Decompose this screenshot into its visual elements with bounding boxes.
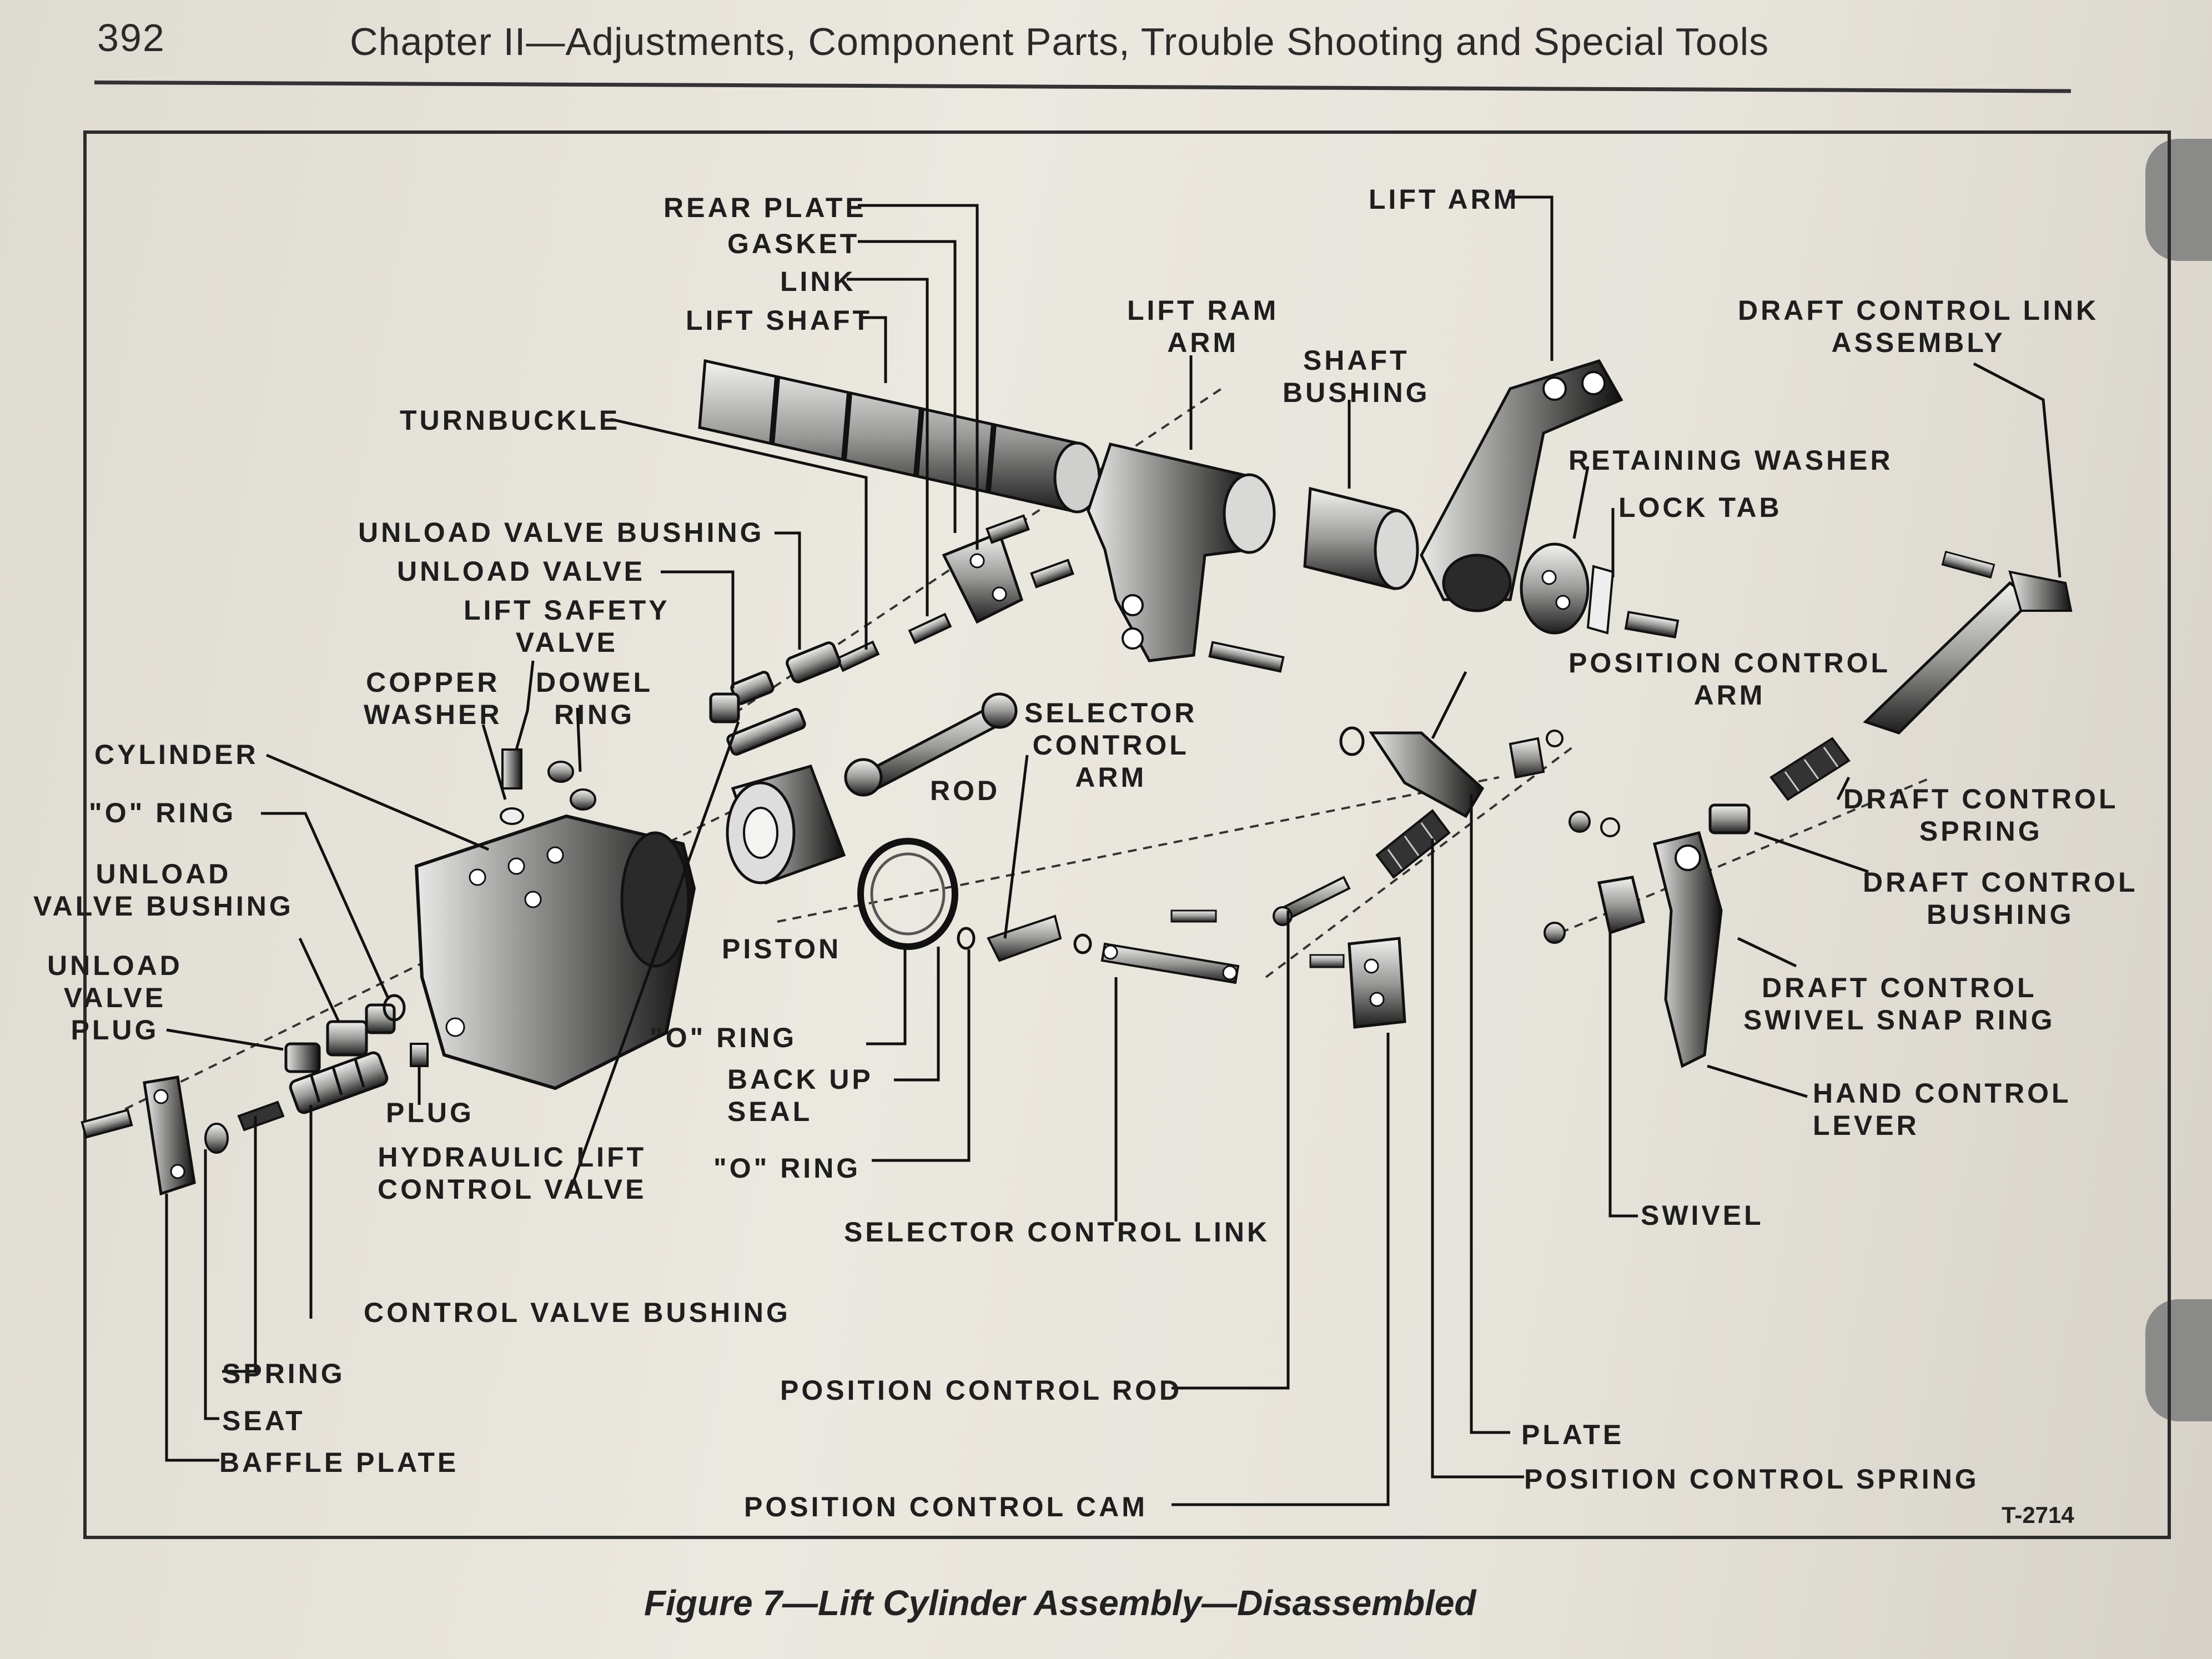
label-swivel: SWIVEL [1641, 1200, 1764, 1231]
binder-hole-top [2145, 139, 2212, 261]
cylinder-part [414, 814, 696, 1090]
label-baffle-plate: BAFFLE PLATE [219, 1447, 459, 1478]
label-dowel-ring: DOWEL RING [536, 667, 653, 730]
seat-part [204, 1123, 229, 1154]
position-control-arm-part [1339, 726, 1485, 818]
label-o-ring-left: "O" RING [89, 797, 237, 828]
label-unload-valve-plug: UNLOAD VALVE PLUG [47, 950, 183, 1045]
label-position-control-arm: POSITION CONTROL ARM [1568, 647, 1891, 711]
label-piston: PISTON [722, 933, 842, 964]
lift-arm-part [1420, 359, 1623, 612]
position-control-spring-part [1375, 809, 1451, 879]
selector-control-link-part [1100, 942, 1240, 984]
figure-caption: Figure 7—Lift Cylinder Assembly—Disassem… [644, 1583, 1476, 1623]
label-shaft-bushing: SHAFT BUSHING [1283, 345, 1430, 408]
label-lift-arm: LIFT ARM [1369, 184, 1520, 215]
selector-control-arm-part [987, 914, 1092, 962]
label-unload-valve-bushing-top: UNLOAD VALVE BUSHING [358, 517, 765, 548]
label-lift-ram-arm: LIFT RAM ARM [1127, 295, 1279, 358]
label-position-control-rod: POSITION CONTROL ROD [780, 1375, 1183, 1406]
dowel-ring-part [547, 761, 596, 811]
control-valve-bushing-part [289, 1051, 389, 1114]
label-lift-safety-valve: LIFT SAFETY VALVE [464, 595, 670, 658]
figure-frame [83, 130, 2171, 1539]
swivel-part [1544, 811, 1645, 944]
label-plug: PLUG [386, 1097, 474, 1128]
rod-part [844, 692, 1018, 797]
plug-part [410, 1043, 429, 1067]
lift-arm-bolt [1624, 611, 1680, 639]
plate-part [1509, 730, 1564, 779]
label-unload-valve-bushing-left: UNLOAD VALVE BUSHING [33, 858, 294, 922]
label-o-ring-low: "O" RING [713, 1153, 861, 1184]
o-ring-small-part [957, 927, 976, 950]
piston-part [726, 764, 846, 885]
baffle-plate-part [143, 1075, 196, 1196]
shaft-bushing-part [1303, 486, 1419, 591]
label-seat: SEAT [222, 1405, 305, 1436]
copper-washer-part [500, 748, 524, 825]
label-draft-control-bushing: DRAFT CONTROL BUSHING [1863, 867, 2138, 930]
binder-hole-bottom [2145, 1299, 2212, 1421]
label-back-up-seal: BACK UP SEAL [727, 1064, 873, 1127]
label-position-control-cam: POSITION CONTROL CAM [744, 1491, 1148, 1522]
position-control-cam-part [1348, 937, 1406, 1029]
lock-tab-part [1586, 565, 1615, 635]
label-turnbuckle: TURNBUCKLE [400, 405, 621, 436]
label-selector-control-link: SELECTOR CONTROL LINK [844, 1216, 1270, 1248]
unload-valve-part [709, 692, 740, 723]
figure-tag: T-2714 [2002, 1502, 2074, 1528]
label-lift-shaft: LIFT SHAFT [686, 305, 873, 336]
label-rear-plate: REAR PLATE [663, 192, 867, 223]
label-draft-control-spring: DRAFT CONTROL SPRING [1843, 783, 2119, 847]
lift-shaft-part [698, 359, 1101, 514]
label-hydraulic-lift-control-valve: HYDRAULIC LIFT CONTROL VALVE [378, 1142, 647, 1205]
label-control-valve-bushing: CONTROL VALVE BUSHING [364, 1297, 791, 1328]
label-link: LINK [780, 266, 856, 297]
spring-part [237, 1100, 285, 1132]
label-draft-control-swivel-snap-ring: DRAFT CONTROL SWIVEL SNAP RING [1743, 972, 2055, 1035]
label-selector-control-arm: SELECTOR CONTROL ARM [1024, 697, 1198, 793]
o-ring-left-part [383, 994, 406, 1022]
label-spring: SPRING [222, 1358, 345, 1389]
draft-control-spring-part [1769, 737, 1851, 801]
position-control-rod-part [1273, 876, 1351, 926]
unload-valve-bushing-top-part [730, 641, 841, 705]
label-lock-tab: LOCK TAB [1618, 492, 1782, 523]
hand-control-lever-part [1652, 831, 1723, 1068]
label-o-ring-mid: "O" RING [650, 1022, 797, 1053]
unload-valve-plug-part [284, 1042, 321, 1073]
link-part [908, 612, 952, 645]
unload-valve-bushing-left-part [326, 1003, 396, 1057]
retaining-washer-part [1520, 542, 1590, 635]
label-plate: PLATE [1521, 1419, 1625, 1450]
turnbuckle-part [836, 640, 880, 672]
label-copper-washer: COPPER WASHER [364, 667, 502, 730]
label-draft-control-link-assembly: DRAFT CONTROL LINK ASSEMBLY [1738, 295, 2099, 358]
page-header-title: Chapter II—Adjustments, Component Parts,… [350, 20, 1769, 63]
label-gasket: GASKET [727, 228, 860, 259]
draft-control-link-assembly-part [1863, 550, 2073, 735]
leader-lines [165, 195, 2062, 1506]
label-position-control-spring: POSITION CONTROL SPRING [1524, 1464, 1979, 1495]
draft-control-bushing-part [1708, 803, 1751, 834]
label-rod: ROD [930, 775, 1001, 806]
label-unload-valve: UNLOAD VALVE [397, 556, 646, 587]
label-hand-control-lever: HAND CONTROL LEVER [1813, 1078, 2072, 1141]
lift-ram-arm-part [1087, 443, 1276, 662]
label-retaining-washer: RETAINING WASHER [1568, 445, 1893, 476]
rear-plate-part [942, 531, 1024, 624]
page-number: 392 [97, 16, 165, 59]
back-up-seal-part [857, 838, 958, 950]
label-cylinder: CYLINDER [94, 739, 259, 770]
